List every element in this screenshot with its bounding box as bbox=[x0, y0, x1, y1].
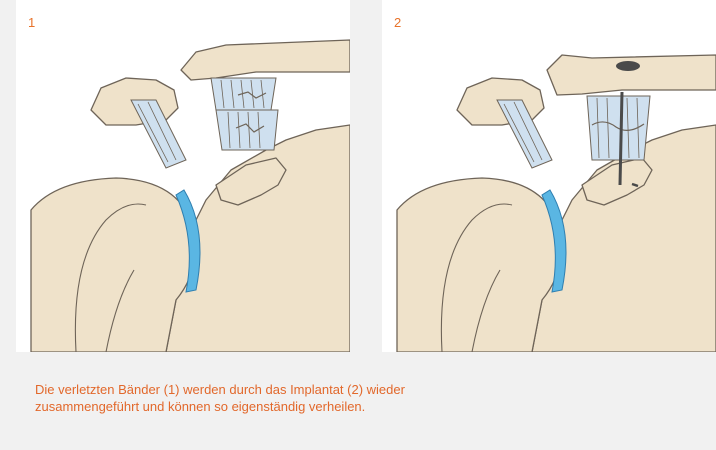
panel-with-implant: 2 bbox=[382, 0, 716, 352]
figure-caption: Die verletzten Bänder (1) werden durch d… bbox=[35, 381, 595, 415]
shoulder-illustration-repaired bbox=[382, 0, 716, 352]
clavicle-shape bbox=[547, 55, 716, 95]
panel-number-1: 1 bbox=[28, 16, 35, 29]
ligament-bottom bbox=[216, 110, 278, 150]
humeral-head bbox=[397, 178, 562, 352]
shoulder-illustration-injured bbox=[16, 0, 350, 352]
caption-line-2: zusammengeführt und können so eigenständ… bbox=[35, 398, 595, 415]
panel-injured-ligaments: 1 bbox=[16, 0, 350, 352]
humeral-head bbox=[31, 178, 196, 352]
caption-line-1: Die verletzten Bänder (1) werden durch d… bbox=[35, 381, 595, 398]
panel-number-2: 2 bbox=[394, 16, 401, 29]
